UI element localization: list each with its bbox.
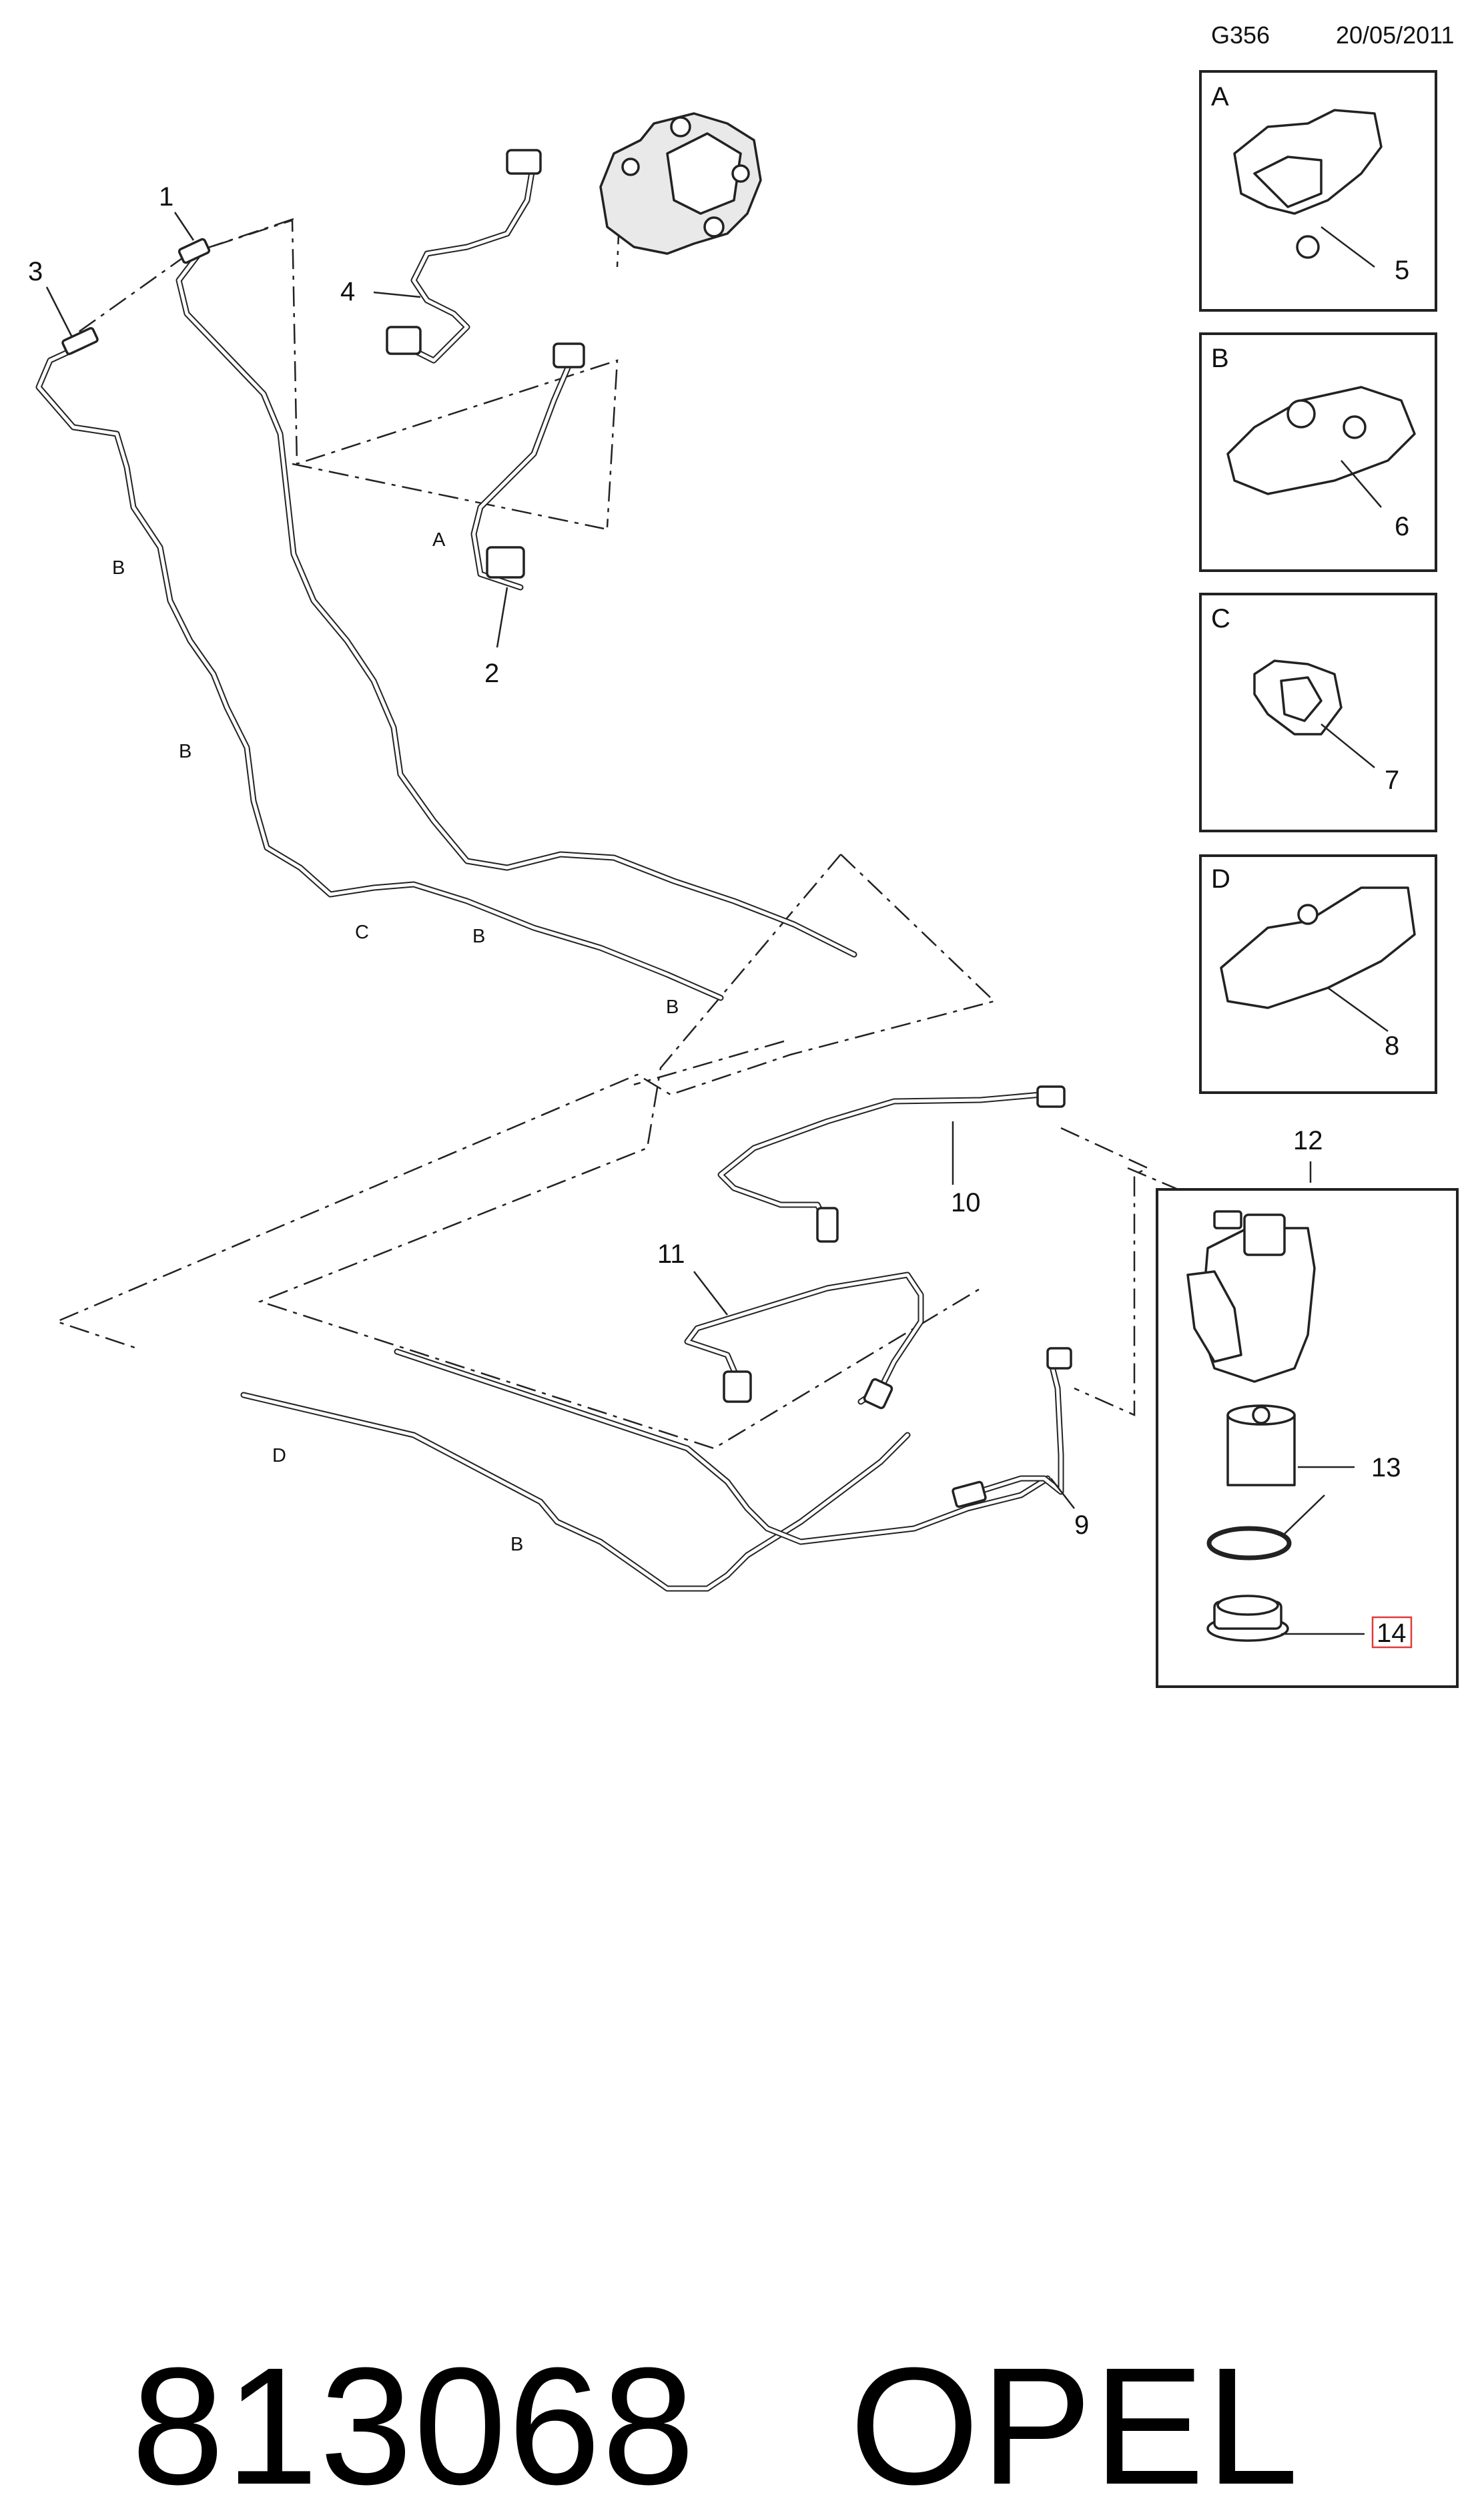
fuel-line-1	[175, 249, 857, 958]
drawing-code: G356	[1211, 21, 1270, 49]
callout-1: 1	[159, 182, 173, 212]
svg-text:B: B	[179, 741, 192, 762]
front-fuel-lines	[240, 1348, 1051, 1592]
callout-12: 12	[1293, 1126, 1323, 1155]
svg-text:B: B	[1211, 344, 1229, 373]
callout-7: 7	[1385, 766, 1399, 795]
drawing-date: 20/05/2011	[1336, 21, 1455, 49]
callout-10: 10	[951, 1188, 981, 1217]
assembly-dash-lines	[54, 186, 1215, 1450]
fuel-line-11	[684, 1272, 924, 1410]
line-1-connector	[177, 238, 211, 264]
svg-text:A: A	[432, 529, 446, 551]
callout-5: 5	[1395, 256, 1409, 285]
svg-text:C: C	[1211, 604, 1230, 633]
svg-text:A: A	[1211, 82, 1229, 111]
svg-text:B: B	[112, 557, 125, 579]
detail-box-a: A 5	[1199, 70, 1437, 312]
brand-name: OPEL	[849, 2333, 1301, 2519]
fuel-filter-assembly: 12 13 14	[1156, 1126, 1459, 1688]
clip-position-labels: A B B C B B D B	[112, 529, 679, 1555]
detail-box-d: D 8	[1199, 854, 1437, 1094]
callout-6: 6	[1395, 512, 1409, 541]
part-number: 813068	[131, 2333, 697, 2519]
svg-text:B: B	[510, 1534, 523, 1555]
fuel-line-3	[35, 337, 724, 1001]
callout-8: 8	[1385, 1031, 1399, 1061]
callout-11: 11	[657, 1239, 685, 1269]
svg-text:D: D	[272, 1445, 286, 1466]
svg-text:B: B	[472, 926, 485, 947]
fuel-line-9	[952, 1347, 1072, 1508]
highlight-14	[1371, 1616, 1413, 1649]
fuel-hose-4	[386, 149, 542, 364]
callout-14: 14	[1377, 1619, 1407, 1648]
injection-pump	[599, 112, 762, 255]
svg-text:D: D	[1211, 864, 1230, 894]
callout-13: 13	[1371, 1453, 1401, 1482]
callout-4: 4	[340, 277, 355, 306]
fuel-line-10	[717, 1085, 1066, 1243]
detail-box-b: B 6	[1199, 332, 1437, 572]
clip-a-screw	[1296, 235, 1320, 259]
svg-text:C: C	[355, 922, 369, 943]
detail-box-c: C 7	[1199, 593, 1437, 832]
svg-text:B: B	[666, 997, 679, 1018]
line-3-connector	[61, 327, 99, 355]
callout-2: 2	[484, 659, 499, 688]
callout-3: 3	[28, 257, 43, 286]
fuel-hose-2	[470, 342, 585, 591]
fuel-line-diagram: G356 20/05/2011	[28, 21, 1459, 1688]
callout-9: 9	[1074, 1510, 1089, 1540]
callouts: 1 3 4 2 11 10 9	[28, 182, 1089, 1540]
